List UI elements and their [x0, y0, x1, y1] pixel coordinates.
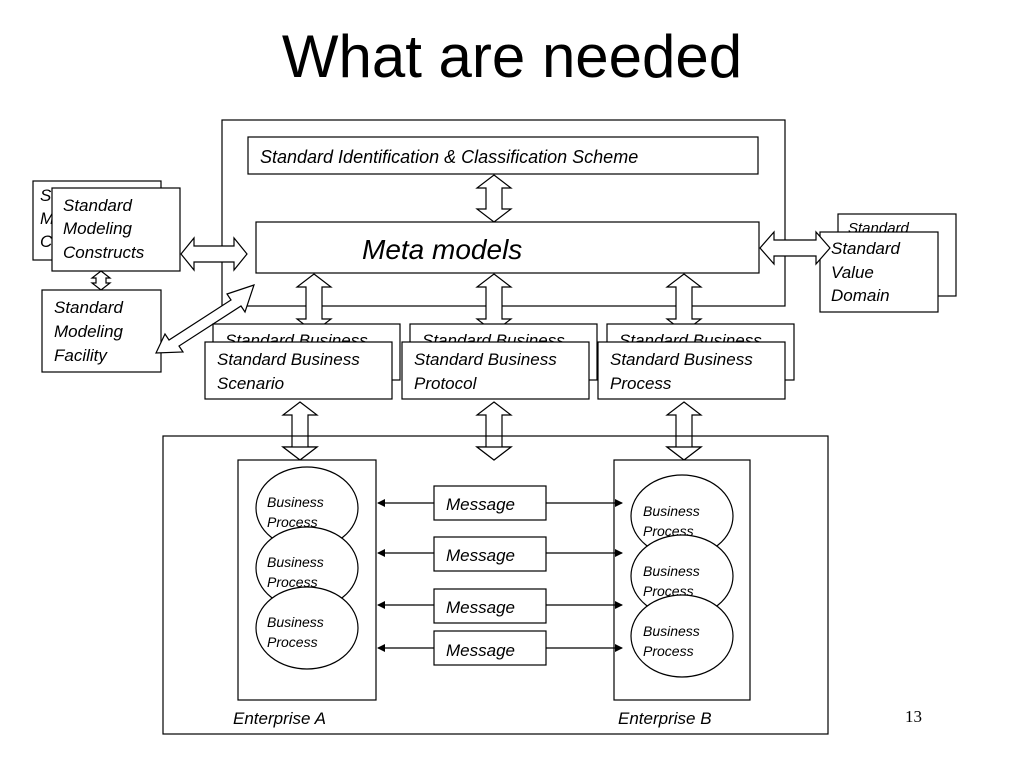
- process-b-3: [630, 594, 734, 678]
- message-label-1: Message: [446, 495, 515, 514]
- back-fragment-2: M: [40, 209, 55, 228]
- scenario-line-1: Standard Business: [217, 350, 360, 369]
- modeling-facility-line-1: Standard: [54, 298, 124, 317]
- arrow-meta-value: [759, 230, 831, 266]
- arrow-constructs-meta: [180, 236, 248, 272]
- process-b-2-line-1: Business: [643, 563, 700, 579]
- id-scheme-label: Standard Identification & Classification…: [260, 147, 638, 167]
- process-line-2: Process: [610, 374, 672, 393]
- protocol-line-1: Standard Business: [414, 350, 557, 369]
- message-box-3: [433, 588, 547, 624]
- process-a-2-line-1: Business: [267, 554, 324, 570]
- modeling-constructs-line-2: Modeling: [63, 219, 133, 238]
- arrow-scenario-tip: [281, 446, 319, 461]
- protocol-line-2: Protocol: [414, 374, 478, 393]
- enterprise-b-label: Enterprise B: [618, 709, 712, 728]
- scenario-line-2: Scenario: [217, 374, 284, 393]
- meta-models-box: [255, 221, 760, 274]
- enterprise-frame: [162, 435, 829, 735]
- value-domain-line-1: Standard: [831, 239, 901, 258]
- message-box-2: [433, 536, 547, 572]
- arrow-facility-meta: [155, 284, 255, 354]
- process-b-3-line-1: Business: [643, 623, 700, 639]
- modeling-facility-box: [41, 289, 162, 373]
- process-b-1-line-1: Business: [643, 503, 700, 519]
- message-label-2: Message: [446, 546, 515, 565]
- arrow-constructs-facility: [90, 270, 112, 291]
- protocol-box: [401, 341, 590, 400]
- modeling-facility-line-3: Facility: [54, 346, 108, 365]
- arrow-process-tip: [665, 446, 703, 461]
- process-line-1: Standard Business: [610, 350, 753, 369]
- message-box-4: [433, 630, 547, 666]
- value-domain-line-2: Value: [831, 263, 874, 282]
- process-a-3-line-2: Process: [267, 634, 318, 650]
- enterprise-a-label: Enterprise A: [233, 709, 326, 728]
- back-fragment-3: C: [40, 232, 53, 251]
- arrow-protocol-tip: [475, 446, 513, 461]
- id-scheme-box: [247, 136, 759, 175]
- modeling-constructs-line-1: Standard: [63, 196, 133, 215]
- page-number: 13: [905, 707, 922, 726]
- scenario-box: [204, 341, 393, 400]
- message-label-4: Message: [446, 641, 515, 660]
- value-domain-line-3: Domain: [831, 286, 890, 305]
- process-b-3-line-2: Process: [643, 643, 694, 659]
- process-a-3-line-1: Business: [267, 614, 324, 630]
- value-domain-box: [819, 231, 939, 313]
- message-label-3: Message: [446, 598, 515, 617]
- process-a-1-line-2: Process: [267, 514, 318, 530]
- meta-models-label: Meta models: [362, 234, 522, 265]
- process-box: [597, 341, 786, 400]
- process-a-3: [255, 586, 359, 670]
- modeling-constructs-line-3: Constructs: [63, 243, 145, 262]
- page-title: What are needed: [281, 23, 743, 90]
- process-a-2-line-2: Process: [267, 574, 318, 590]
- modeling-facility-line-2: Modeling: [54, 322, 124, 341]
- modeling-constructs-box: [51, 187, 181, 272]
- back-fragment-1: S: [40, 186, 52, 205]
- message-box-1: [433, 485, 547, 521]
- process-a-1-line-1: Business: [267, 494, 324, 510]
